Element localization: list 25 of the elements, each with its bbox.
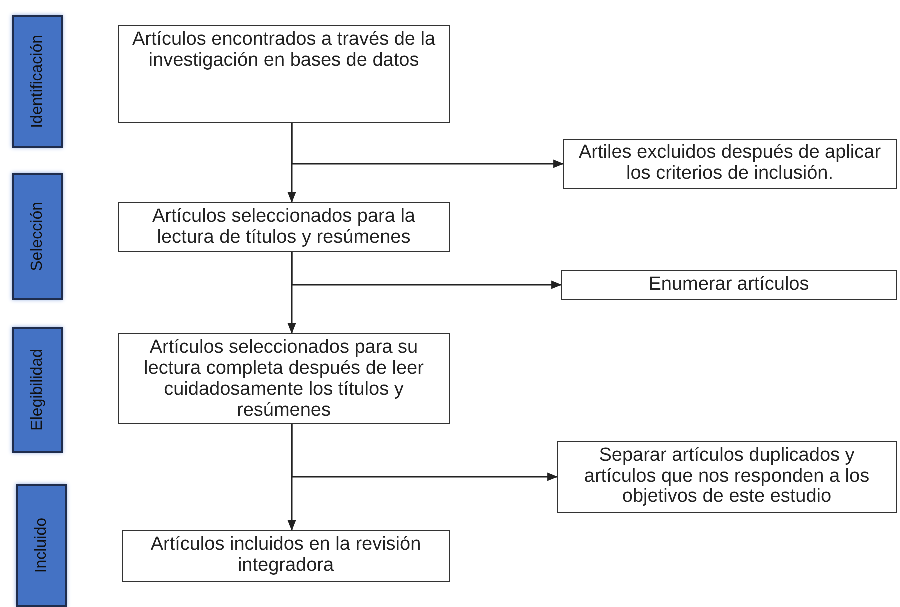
process-box: [118, 25, 450, 123]
arrow: [291, 123, 564, 168]
box-text: Artículos incluidos en la revisión integradora: [150, 535, 422, 577]
arrow: [291, 424, 558, 482]
stage-label: Incluido: [32, 518, 50, 574]
exclusion-box: [561, 270, 897, 300]
stage-label: Selección: [28, 202, 46, 272]
box-text: Artículos seleccionados para su lectura completa después de leer cuidadosamente los títulos y resúmenes: [143, 338, 425, 422]
box-text: Separar artículos duplicados y artículos que nos responden a los objetivos de este estudio: [583, 446, 871, 508]
process-box: [122, 530, 450, 582]
box-text: Artículos seleccionados para la lectura de títulos y resúmenes: [152, 207, 416, 249]
stage-label-box: [12, 173, 63, 300]
box-text: Enumerar artículos: [648, 274, 810, 296]
stage-label: Elegibilidad: [28, 349, 46, 431]
box-text: Artiles excluidos después de aplicar los criterios de inclusión.: [578, 143, 882, 185]
stage-label-box: [12, 327, 63, 453]
box-text: Artículos encontrados a través de la investigación en bases de datos: [131, 30, 437, 72]
stage-label: Identificación: [28, 34, 46, 128]
arrow: [291, 252, 562, 290]
process-box: [118, 202, 450, 252]
process-box: [118, 333, 450, 424]
stage-label-box: [16, 484, 67, 607]
stage-label-box: [12, 15, 63, 148]
exclusion-box: [557, 441, 897, 513]
exclusion-box: [563, 139, 897, 189]
